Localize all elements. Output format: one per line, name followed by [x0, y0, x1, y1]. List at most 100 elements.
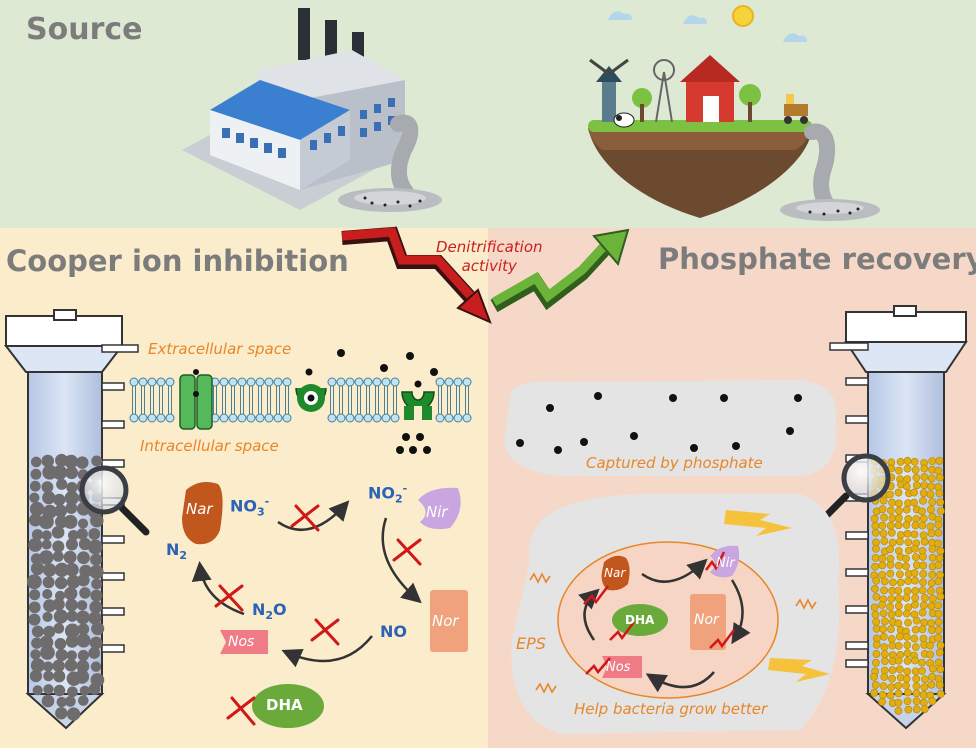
- nitrite-label: NO2-: [368, 482, 408, 506]
- biomass-granule: [28, 513, 42, 527]
- phosphate-granule: [879, 529, 888, 538]
- phosphate-granule: [903, 657, 912, 665]
- lipid-head: [273, 413, 283, 423]
- phosphate-granule: [927, 619, 935, 628]
- phosphate-granule: [886, 569, 895, 578]
- phosphate-granule: [935, 648, 944, 657]
- phosphate-granule: [936, 641, 945, 650]
- phosphate-granule: [889, 578, 897, 587]
- phosphate-granule: [934, 528, 943, 537]
- dha-ellipse: [252, 684, 324, 728]
- lipid-head: [255, 377, 265, 387]
- phosphate-granule: [928, 553, 937, 562]
- phosphate-granule: [896, 570, 904, 579]
- eps-label: EPS: [516, 634, 546, 653]
- lipid-head: [237, 377, 247, 387]
- reactor-column-icon: [3, 309, 139, 730]
- reactor-column-icon: [829, 305, 968, 730]
- lipid-head: [165, 413, 175, 423]
- phosphate-granule: [928, 672, 937, 681]
- wastewater-splash-icon: [780, 123, 880, 221]
- phosphate-granule: [903, 587, 912, 595]
- phosphate-granule: [927, 680, 936, 689]
- phosphate-granule: [895, 632, 904, 641]
- phosphate-granule: [894, 521, 903, 530]
- phosphate-granule: [871, 610, 880, 619]
- biomass-granule: [77, 623, 90, 635]
- phosphate-granule: [880, 586, 889, 595]
- phosphate-granule: [880, 673, 889, 681]
- phosphate-granule: [881, 617, 889, 626]
- biomass-granule: [65, 466, 79, 480]
- nitrogen-gas-label: N2: [166, 540, 188, 563]
- phosphate-granule: [911, 586, 920, 595]
- phosphate-granule: [910, 530, 919, 539]
- phosphate-granule: [926, 522, 935, 531]
- biomass-granule: [66, 707, 81, 721]
- biomass-granule: [53, 609, 69, 624]
- phosphate-granule: [886, 490, 894, 499]
- biomass-granule: [64, 696, 76, 707]
- nos-label: Nos: [228, 634, 255, 650]
- phosphate-granule: [920, 473, 929, 481]
- lipid-head: [363, 377, 373, 387]
- dha-label: DHA: [266, 696, 303, 714]
- biomass-granule: [76, 528, 88, 540]
- phosphate-granule: [919, 570, 928, 578]
- phosphate-granule: [895, 466, 903, 475]
- nir-label: Nir: [426, 503, 448, 521]
- phosphate-granule: [879, 609, 888, 618]
- lipid-head: [363, 413, 373, 423]
- lipid-head: [453, 377, 463, 387]
- biomass-granule: [39, 550, 54, 565]
- phosphate-granule: [920, 683, 929, 692]
- phosphate-granule: [886, 521, 895, 530]
- lipid-head: [219, 413, 229, 423]
- biomass-granule: [29, 492, 40, 503]
- phosphate-granule: [928, 544, 937, 553]
- biomass-granule: [29, 480, 41, 492]
- phosphate-granule: [912, 689, 921, 698]
- phosphate-granule: [934, 609, 943, 618]
- lipid-head: [336, 413, 346, 423]
- lipid-head: [237, 413, 247, 423]
- phosphate-granule: [903, 529, 912, 538]
- phosphate-granule: [934, 561, 943, 570]
- biomass-granule: [54, 638, 67, 650]
- lipid-head: [327, 377, 337, 387]
- phosphate-granule: [911, 576, 919, 585]
- biomass-granule: [64, 623, 80, 639]
- biomass-granule: [91, 455, 103, 467]
- lipid-head: [354, 377, 364, 387]
- biomass-granule: [52, 550, 64, 562]
- copper-ions: [337, 349, 438, 454]
- phosphate-granule: [879, 682, 888, 691]
- factory-icon: [182, 8, 410, 210]
- lipid-head: [435, 413, 445, 423]
- biomass-granule: [52, 540, 65, 553]
- lipid-head: [282, 413, 292, 423]
- biomass-granule: [30, 658, 45, 673]
- phosphate-granule: [871, 681, 880, 689]
- phosphate-granule: [878, 554, 887, 563]
- biomass-granule: [30, 468, 42, 480]
- biomass-granule: [28, 613, 41, 626]
- biomass-granule: [74, 669, 90, 684]
- lipid-head: [138, 377, 148, 387]
- biomass-granule: [65, 598, 78, 612]
- eps-layer: [511, 494, 840, 734]
- biomass-granule: [66, 481, 78, 494]
- biomass-granule: [31, 625, 44, 638]
- lipid-head: [345, 413, 355, 423]
- biomass-granule: [32, 685, 43, 696]
- phosphate-granule: [896, 578, 905, 587]
- phosphate-granule: [887, 610, 896, 619]
- phosphate-granule: [888, 666, 897, 675]
- biomass-granule: [29, 501, 45, 517]
- phosphate-granule: [927, 529, 936, 538]
- biomass-granule: [51, 525, 65, 539]
- nor-label: Nor: [432, 612, 459, 630]
- copper-inhibition-title: Cooper ion inhibition: [6, 244, 349, 278]
- lipid-head: [129, 413, 139, 423]
